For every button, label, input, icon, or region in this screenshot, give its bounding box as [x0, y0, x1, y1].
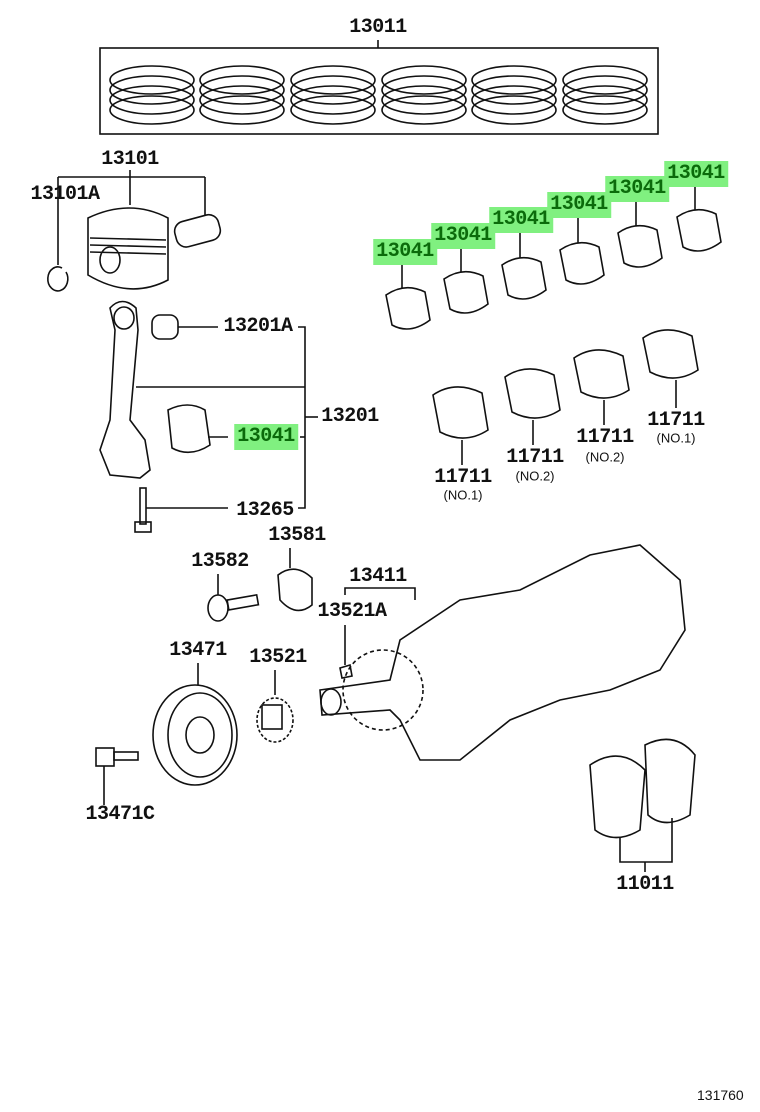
thrust-washers-drawing: [589, 738, 696, 872]
label-13011[interactable]: 13011: [349, 16, 407, 39]
label-13041-upper-6[interactable]: 13041: [664, 161, 728, 187]
label-13041-upper-4[interactable]: 13041: [547, 192, 611, 218]
timing-gear-drawing: [256, 670, 294, 743]
note-11711-4: (NO.1): [656, 430, 696, 446]
label-13041-upper-3[interactable]: 13041: [489, 207, 553, 233]
label-13581[interactable]: 13581: [268, 524, 326, 547]
crankshaft-drawing: [319, 544, 686, 761]
connecting-rod-drawing: [99, 300, 318, 533]
label-13041-upper-5[interactable]: 13041: [605, 176, 669, 202]
label-13411[interactable]: 13411: [349, 565, 407, 588]
label-13521[interactable]: 13521: [249, 646, 307, 669]
piston-ring-set-drawing: [99, 40, 659, 135]
label-13265[interactable]: 13265: [236, 499, 294, 522]
label-13041-rod-bearing[interactable]: 13041: [234, 424, 298, 450]
pulley-washer-drawing: [207, 548, 313, 622]
label-11711-2[interactable]: 11711: [506, 446, 564, 469]
label-11711-1[interactable]: 11711: [434, 466, 492, 489]
label-13041-upper-1[interactable]: 13041: [373, 239, 437, 265]
label-11011[interactable]: 11011: [616, 873, 674, 896]
label-13521A[interactable]: 13521A: [317, 600, 387, 623]
label-13201A[interactable]: 13201A: [223, 315, 293, 338]
label-13201[interactable]: 13201: [321, 405, 379, 428]
label-11711-4[interactable]: 11711: [647, 409, 705, 432]
note-11711-2: (NO.2): [515, 468, 555, 484]
label-11711-3[interactable]: 11711: [576, 426, 634, 449]
figure-number: 131760: [697, 1087, 744, 1103]
note-11711-3: (NO.2): [585, 449, 625, 465]
crank-pulley-drawing: [95, 663, 238, 805]
label-13582[interactable]: 13582: [191, 550, 249, 573]
label-13101[interactable]: 13101: [101, 148, 159, 171]
main-bearings-drawing: [432, 329, 699, 465]
note-11711-1: (NO.1): [443, 487, 483, 503]
label-13041-upper-2[interactable]: 13041: [431, 223, 495, 249]
upper-bearings-drawing: [385, 184, 722, 330]
label-13471C[interactable]: 13471C: [85, 803, 155, 826]
label-13101A[interactable]: 13101A: [30, 183, 100, 206]
piston-drawing: [47, 170, 222, 292]
label-13471[interactable]: 13471: [169, 639, 227, 662]
